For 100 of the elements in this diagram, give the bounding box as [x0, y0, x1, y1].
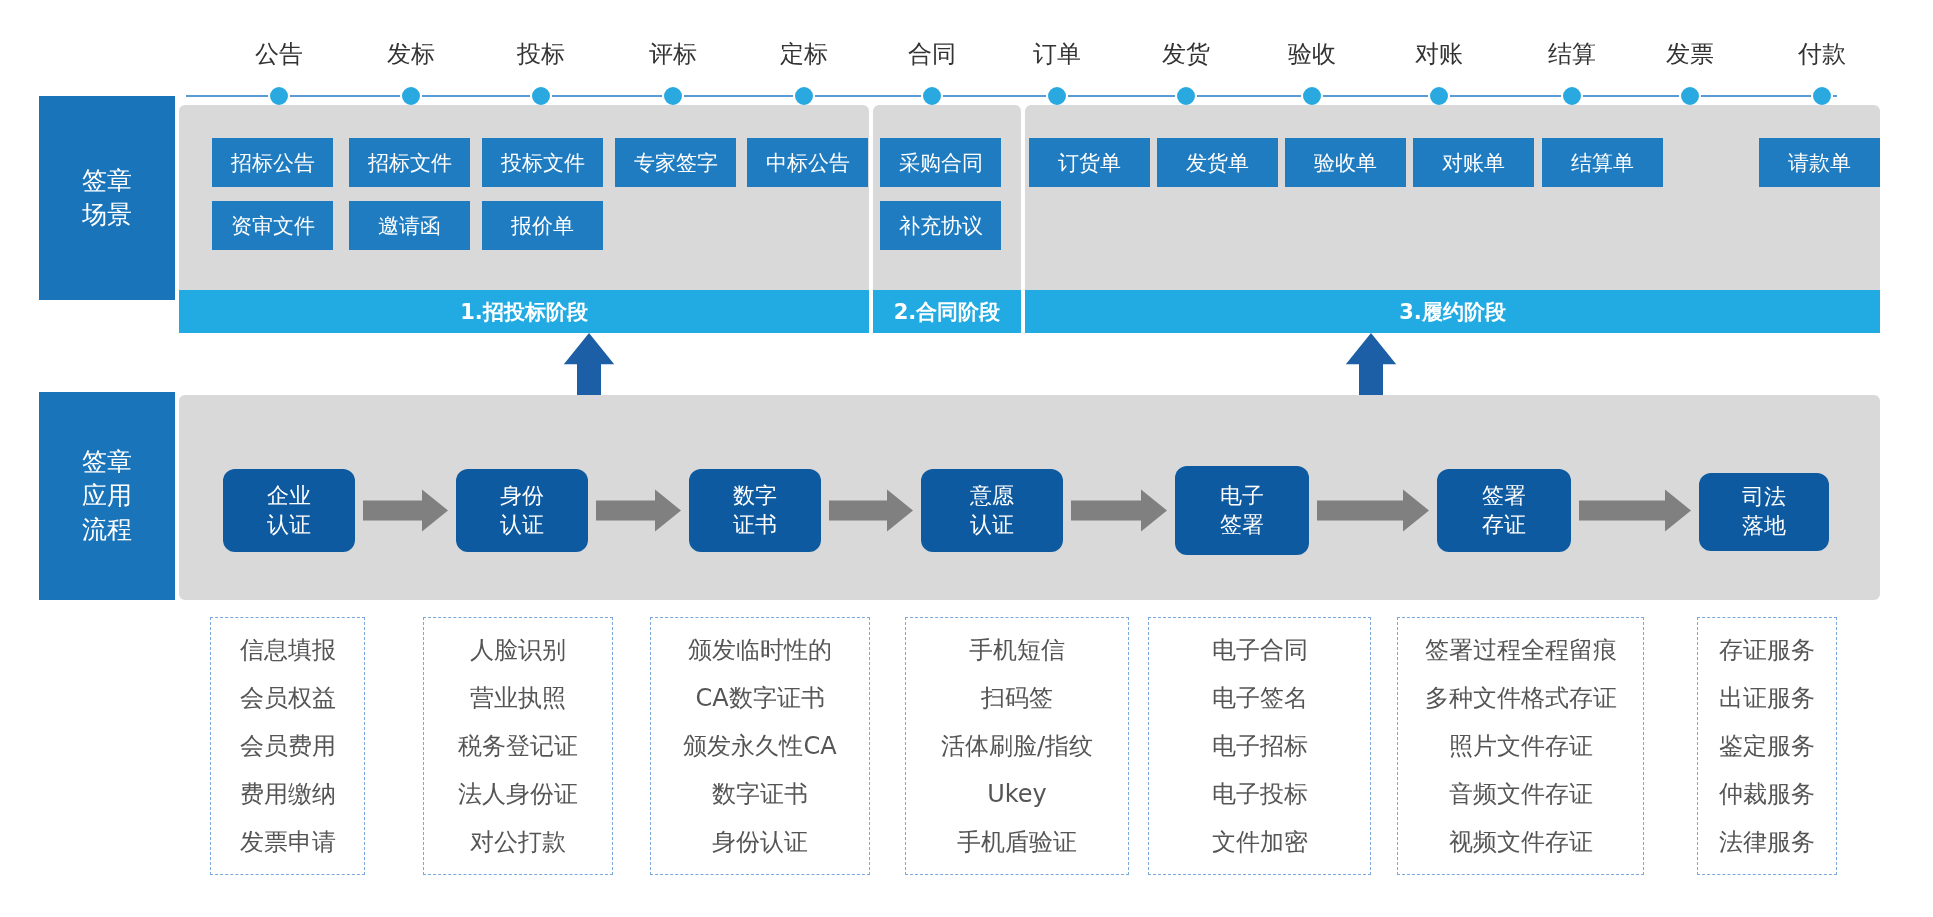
timeline-label: 定标 [780, 39, 828, 70]
document-box: 发货单 [1157, 138, 1278, 187]
detail-text: 营业执照 [470, 683, 566, 714]
arrow [596, 489, 681, 532]
stage-panel [873, 105, 1021, 333]
timeline-label: 结算 [1548, 39, 1596, 70]
detail-text: 出证服务 [1719, 683, 1815, 714]
document-box: 结算单 [1542, 138, 1663, 187]
process-box [1175, 466, 1309, 555]
arrow [829, 489, 913, 532]
section-label-box [39, 392, 175, 600]
process-box [921, 469, 1063, 552]
detail-text: 人脸识别 [470, 635, 566, 666]
timeline-label: 发标 [387, 39, 435, 70]
detail-text: 信息填报 [239, 635, 336, 666]
document-box: 招标文件 [349, 138, 470, 187]
document-box: 订货单 [1029, 138, 1150, 187]
detail-text: 活体刷脸/指纹 [940, 731, 1094, 762]
detail-text: 照片文件存证 [1448, 731, 1593, 762]
detail-text: 电子签名 [1211, 683, 1308, 714]
detail-box [1148, 617, 1371, 875]
detail-text: 法人身份证 [458, 779, 578, 810]
detail-text: 文件加密 [1211, 827, 1308, 858]
detail-text: 电子合同 [1211, 635, 1308, 666]
process-box [456, 469, 588, 552]
stage-bar: 1.招投标阶段 [179, 290, 869, 333]
detail-text: 电子招标 [1211, 731, 1308, 762]
document-box: 邀请函 [349, 201, 470, 250]
detail-text: 鉴定服务 [1719, 731, 1815, 762]
stage-panel [179, 105, 869, 333]
process-box [1699, 473, 1829, 551]
document-box: 请款单 [1759, 138, 1880, 187]
process-panel [179, 395, 1880, 600]
detail-text: 对公打款 [470, 827, 566, 858]
detail-text: 法律服务 [1719, 827, 1815, 858]
process-box [223, 469, 355, 552]
timeline-label: 订单 [1033, 39, 1081, 70]
arrow [1345, 333, 1397, 395]
detail-text: 身份认证 [712, 827, 808, 858]
document-box: 补充协议 [880, 201, 1001, 250]
timeline-label: 发票 [1666, 39, 1714, 70]
detail-box [905, 617, 1129, 875]
document-box: 招标公告 [212, 138, 333, 187]
detail-text: 仲裁服务 [1719, 779, 1815, 810]
process-label: 电子签署 [1219, 481, 1265, 539]
document-box: 报价单 [482, 201, 603, 250]
detail-text: 多种文件格式存证 [1424, 683, 1617, 714]
document-box: 对账单 [1413, 138, 1534, 187]
stage-panel [1025, 105, 1880, 333]
detail-text: 电子投标 [1211, 779, 1308, 810]
timeline-label: 发货 [1162, 39, 1210, 70]
process-label: 身份认证 [499, 481, 545, 539]
arrow [563, 333, 615, 395]
section-label: 签章场景 [81, 165, 133, 231]
detail-box [650, 617, 870, 875]
detail-text: 会员权益 [239, 683, 336, 714]
section-label-box [39, 96, 175, 300]
detail-box [423, 617, 613, 875]
detail-text: 颁发永久性CA数字证书 [682, 731, 838, 810]
detail-box [210, 617, 365, 875]
timeline-label: 付款 [1798, 39, 1846, 70]
timeline-label: 评标 [649, 39, 697, 70]
stage-bar: 2.合同阶段 [873, 290, 1021, 333]
document-box: 验收单 [1285, 138, 1406, 187]
detail-text: 发票申请 [239, 827, 336, 858]
process-box [689, 469, 821, 552]
detail-text: 存证服务 [1719, 635, 1815, 666]
detail-text: 手机盾验证 [957, 827, 1077, 858]
timeline-label: 公告 [255, 39, 303, 70]
timeline-label: 合同 [908, 39, 956, 70]
arrow [1579, 489, 1691, 532]
detail-text: 税务登记证 [458, 731, 578, 762]
detail-text: 费用缴纳 [239, 779, 336, 810]
detail-text: 音频文件存证 [1448, 779, 1593, 810]
process-box [1437, 469, 1571, 552]
detail-text: 会员费用 [239, 731, 336, 762]
document-box: 资审文件 [212, 201, 333, 250]
document-box: 投标文件 [482, 138, 603, 187]
detail-text: Ukey [987, 779, 1047, 810]
document-box: 采购合同 [880, 138, 1001, 187]
process-label: 签署存证 [1481, 481, 1527, 539]
arrow [363, 489, 448, 532]
timeline-label: 投标 [517, 39, 565, 70]
timeline-label: 对账 [1415, 39, 1463, 70]
detail-text: 视频文件存证 [1448, 827, 1593, 858]
arrow [1071, 489, 1167, 532]
process-label: 司法落地 [1741, 483, 1787, 540]
detail-text: 手机短信 [969, 635, 1065, 666]
detail-text: 扫码签 [981, 683, 1053, 714]
detail-text: 颁发临时性的CA数字证书 [687, 635, 833, 714]
arrow [1317, 489, 1429, 532]
detail-box [1697, 617, 1837, 875]
process-label: 数字证书 [732, 481, 778, 539]
document-box: 中标公告 [747, 138, 868, 187]
process-label: 企业认证 [266, 481, 312, 539]
timeline-label: 验收 [1288, 39, 1336, 70]
detail-text: 签署过程全程留痕 [1424, 635, 1617, 666]
detail-box [1397, 617, 1644, 875]
section-label: 签章应用流程 [81, 446, 133, 546]
document-box: 专家签字 [615, 138, 736, 187]
